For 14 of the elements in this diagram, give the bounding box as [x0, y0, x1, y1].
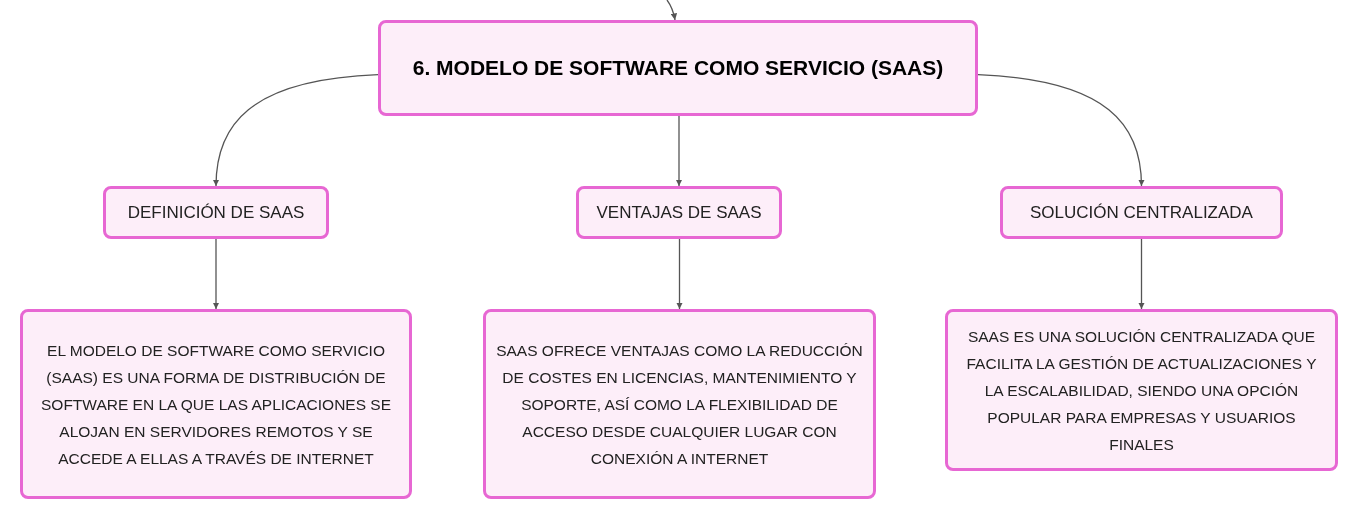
topic-box: DEFINICIÓN DE SAAS: [103, 186, 329, 239]
connector-arrow: [213, 74, 379, 187]
connector-arrow: [1138, 238, 1145, 310]
connector-arrow: [676, 238, 683, 310]
connector-arrow: [977, 74, 1145, 187]
description-box: SAAS OFRECE VENTAJAS COMO LA REDUCCIÓN DE COSTES EN LICENCIAS, MANTENIMIENTO Y SOPORTE, ASÍ COMO LA FLEXIBILIDAD DE ACCESO DESDE CUALQUIER LUGAR CON CONEXIÓN A INTERNET: [483, 309, 876, 499]
description-box: SAAS ES UNA SOLUCIÓN CENTRALIZADA QUE FACILITA LA GESTIÓN DE ACTUALIZACIONES Y LA ESCALABILIDAD, SIENDO UNA OPCIÓN POPULAR PARA EMPRESAS Y USUARIOS FINALES: [945, 309, 1338, 471]
description-box: EL MODELO DE SOFTWARE COMO SERVICIO (SAAS) ES UNA FORMA DE DISTRIBUCIÓN DE SOFTWARE EN LA QUE LAS APLICACIONES SE ALOJAN EN SERVIDORES REMOTOS Y SE ACCEDE A ELLAS A TRAVÉS DE INTERNET: [20, 309, 412, 499]
connector-arrow: [675, 115, 683, 187]
connector-arrow: [666, 0, 678, 21]
topic-box: VENTAJAS DE SAAS: [576, 186, 782, 239]
connector-arrow: [212, 238, 220, 310]
title-box: 6. MODELO DE SOFTWARE COMO SERVICIO (SAAS): [378, 20, 978, 116]
topic-box: SOLUCIÓN CENTRALIZADA: [1000, 186, 1283, 239]
